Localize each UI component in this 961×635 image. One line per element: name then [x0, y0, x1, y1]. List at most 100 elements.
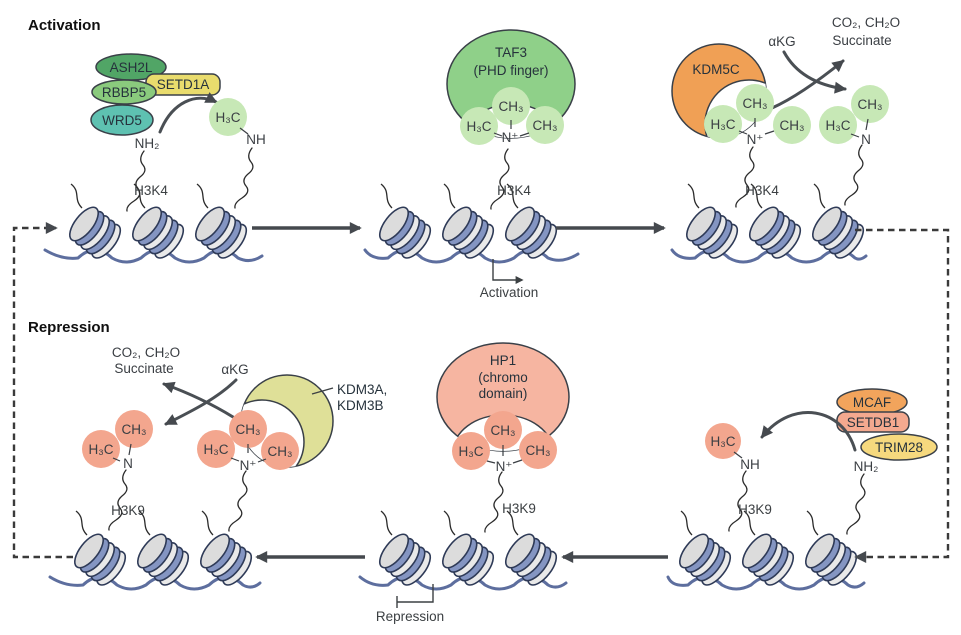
methyl-label: CH₃ [499, 99, 524, 114]
lysine-n: N [123, 456, 133, 471]
reader-hp1: HP1 (chromo domain) CH₃ H₃C CH₃ N⁺ [436, 342, 570, 474]
methyl-group [229, 410, 267, 448]
methyl-group [115, 410, 153, 448]
protein-label-rbbp5: RBBP5 [102, 85, 146, 100]
methyl-label: CH₃ [236, 422, 261, 437]
chemical-bond [512, 459, 523, 464]
protein-label-setdb1: SETDB1 [847, 415, 900, 430]
section-title-repression: Repression [28, 319, 110, 336]
methyl-group [452, 432, 490, 470]
protein-domain-label: (chromo [478, 370, 528, 385]
chemical-bond [128, 443, 132, 456]
protein-label-kdm3a: KDM3A, [337, 382, 387, 397]
nucleosome [736, 510, 800, 591]
mark-label-h3k9: H3K9 [738, 502, 772, 517]
histone-tail [234, 147, 254, 209]
histone-tail [484, 471, 504, 533]
methyl-label: CH₃ [858, 97, 883, 112]
mark-label-h3k4: H3K4 [134, 183, 168, 198]
nucleosome [806, 183, 870, 264]
label-pointer-line [311, 387, 334, 395]
nucleosome-group-repression-2 [373, 510, 563, 591]
nucleosome [373, 183, 437, 264]
amine-nh2: NH₂ [854, 459, 879, 474]
methyl-label: H₃C [467, 119, 492, 134]
byproducts: CO₂, CH₂O [832, 15, 900, 30]
byproducts: CO₂, CH₂O [112, 345, 180, 360]
cycle-dashed-arrow-right [854, 228, 950, 563]
mark-label-h3k9: H3K9 [502, 501, 536, 516]
mark-label-h3k4: H3K4 [497, 183, 531, 198]
lysine-n-plus: N⁺ [502, 130, 519, 145]
methyl-group [197, 430, 235, 468]
transcription-start-arrow [492, 259, 524, 284]
nucleosome [373, 510, 437, 591]
protein-label-kdm3b: KDM3B [337, 398, 384, 413]
reaction-arrow-demethylation [782, 50, 847, 94]
nucleosome [499, 510, 563, 591]
nucleosome [436, 510, 500, 591]
histone-tail [728, 470, 748, 532]
methyl-group [484, 411, 522, 449]
nucleosome [194, 510, 258, 591]
protein-label-kdm5c: KDM5C [692, 62, 740, 77]
histone-tail [490, 148, 510, 210]
protein-wrd5 [90, 104, 154, 136]
methyl-group [704, 105, 742, 143]
chemical-bond [239, 127, 249, 135]
protein-label-mcaf: MCAF [853, 395, 891, 410]
histone-tail [846, 473, 866, 535]
protein-label-setd1a: SETD1A [157, 77, 210, 92]
methyl-group [705, 423, 741, 459]
nucleosome-group-repression-1 [68, 510, 258, 591]
methyl-group [526, 106, 564, 144]
methyl-label: CH₃ [268, 444, 293, 459]
reader-taf3: TAF3 (PHD finger) CH₃ H₃C CH₃ N⁺ [446, 29, 576, 145]
methyl-group [492, 87, 530, 125]
gene-activation-annotation: Activation [480, 259, 539, 300]
methylation-arrow [760, 411, 857, 452]
methyl-label: H₃C [459, 444, 484, 459]
nucleosome [680, 183, 744, 264]
gene-state-label: Activation [480, 285, 539, 300]
methyl-group [851, 85, 889, 123]
gene-repression-annotation: Repression [376, 584, 444, 624]
nucleosome [68, 510, 132, 591]
cycle-dashed-arrow-left [12, 222, 73, 559]
reaction-arrow-products [162, 381, 235, 419]
protein-trim28 [860, 433, 938, 461]
protein-domain-label: (PHD finger) [473, 63, 548, 78]
methyl-label: H₃C [204, 442, 229, 457]
repression-bracket [397, 584, 434, 603]
methyl-label: H₃C [216, 110, 241, 125]
nucleosome [436, 183, 500, 264]
nucleosome [799, 510, 863, 591]
chemical-bond [850, 133, 860, 138]
byproduct-succinate: Succinate [114, 361, 173, 376]
nucleosome-group-repression-3 [673, 510, 863, 591]
writer-complex-setd1a: ASH2L SETD1A RBBP5 WRD5 NH₂ H₃C NH [90, 53, 266, 151]
methyl-group [82, 430, 120, 468]
cofactor-akg: αKG [221, 362, 248, 377]
protein-label-trim28: TRIM28 [875, 440, 923, 455]
chemical-bond [112, 457, 121, 462]
histone-tail [844, 144, 864, 206]
reaction-arrow-demethylation [164, 378, 238, 426]
histone-tail [126, 150, 146, 212]
methyl-group [460, 107, 498, 145]
amine-nh: NH [246, 132, 266, 147]
histone-tail [108, 469, 128, 531]
chemical-bond [764, 130, 775, 135]
protein-label-taf3: TAF3 [495, 45, 527, 60]
chemical-bond [519, 132, 530, 137]
methyl-label: CH₃ [780, 118, 805, 133]
methyl-group [736, 84, 774, 122]
eraser-kdm5c: KDM5C αKG CO₂, CH₂O Succinate CH₃ H₃C CH… [671, 15, 900, 147]
mark-label-h3k9: H3K9 [111, 503, 145, 518]
methyl-label: CH₃ [491, 423, 516, 438]
chemical-bond [733, 451, 743, 459]
methyl-label: CH₃ [526, 443, 551, 458]
lysine-n: N [861, 132, 871, 147]
